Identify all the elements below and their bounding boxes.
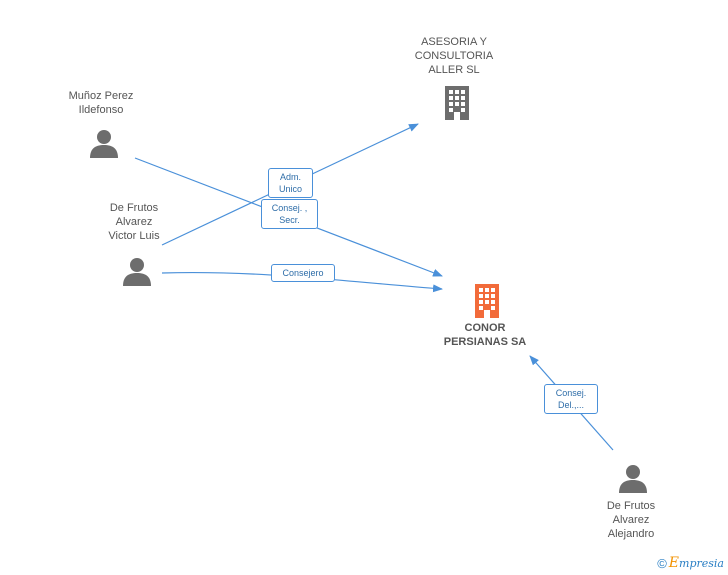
person-victor-label: De Frutos Alvarez Victor Luis (108, 202, 160, 242)
empresia-watermark: © Empresia (657, 555, 724, 571)
edge-label-adm-unico[interactable]: Adm. Unico (268, 168, 313, 198)
building-icon[interactable] (471, 282, 503, 318)
person-icon[interactable] (122, 256, 152, 286)
person-munoz-label: Muñoz Perez Ildefonso (68, 90, 134, 116)
person-icon[interactable] (89, 128, 119, 158)
person-icon[interactable] (618, 463, 648, 493)
edge-label-consej-del[interactable]: Consej. Del.,... (544, 384, 598, 414)
brand-name-rest: mpresia (679, 557, 724, 570)
brand-initial: E (668, 555, 680, 571)
person-alejandro-label: De Frutos Alvarez Alejandro (606, 500, 656, 540)
copyright-symbol: © (657, 555, 667, 571)
company-asesoria-label: ASESORIA Y CONSULTORIA ALLER SL (414, 36, 494, 76)
edge-label-consejero[interactable]: Consejero (271, 264, 335, 282)
edge-label-consej-secr[interactable]: Consej. , Secr. (261, 199, 318, 229)
building-icon[interactable] (441, 84, 473, 120)
company-conor-label: CONOR PERSIANAS SA (443, 322, 527, 348)
